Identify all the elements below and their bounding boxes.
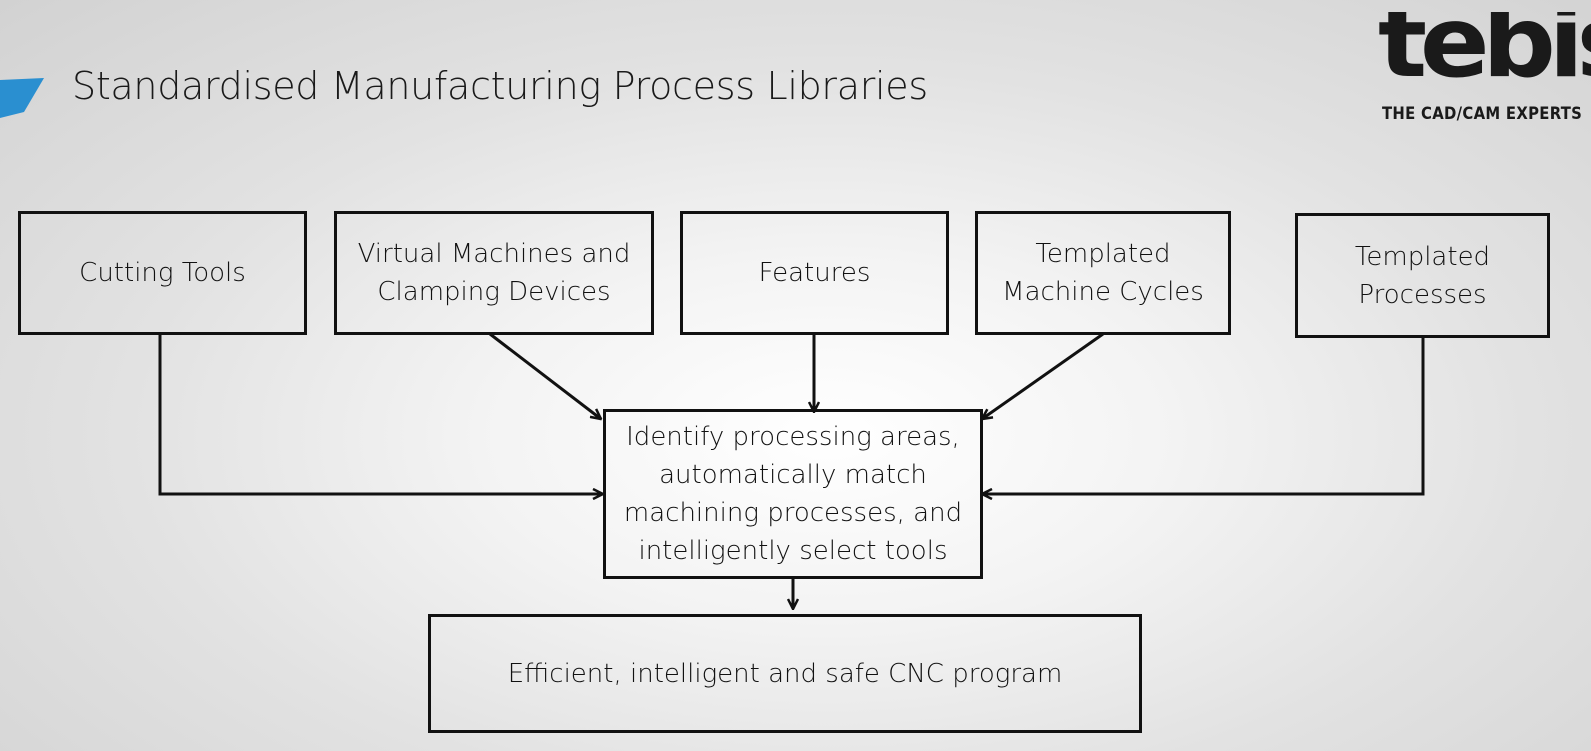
box-text: Cutting Tools — [79, 258, 246, 288]
box-text: intelligently select tools — [638, 536, 948, 566]
box-text: Virtual Machines and — [357, 239, 631, 269]
box-text: Templated — [1035, 239, 1171, 269]
box-text: machining processes, and — [623, 498, 963, 528]
box-process: Identify processing areas, automatically… — [603, 409, 983, 579]
box-features: Features — [680, 211, 949, 335]
box-cutting-tools: Cutting Tools — [18, 211, 307, 335]
box-text: Machine Cycles — [1002, 277, 1204, 307]
slide-title: Standardised Manufacturing Process Libra… — [72, 64, 928, 108]
box-text: Templated — [1354, 241, 1491, 272]
connector-cutting-tools — [158, 332, 603, 494]
box-text: automatically match — [659, 460, 927, 490]
box-text: Efficient, intelligent and safe CNC prog… — [507, 658, 1063, 689]
accent-shape — [0, 78, 44, 118]
box-text: Features — [758, 258, 871, 288]
connector-templated-machine-cycles — [982, 332, 1104, 419]
box-templated-machine-cycles: Templated Machine Cycles — [975, 211, 1231, 335]
connector-virtual-machines — [489, 332, 601, 419]
connector-templated-processes — [982, 336, 1425, 494]
tebis-logo: tebis THE CAD/CAM EXPERTS — [1378, 12, 1591, 132]
logo-wordmark: tebis — [1378, 12, 1591, 100]
box-templated-processes: Templated Processes — [1295, 213, 1550, 338]
box-text: Identify processing areas, — [626, 422, 960, 452]
logo-tagline: THE CAD/CAM EXPERTS — [1382, 104, 1583, 123]
box-text: Processes — [1358, 279, 1487, 310]
box-virtual-machines: Virtual Machines and Clamping Devices — [334, 211, 654, 335]
box-text: Clamping Devices — [377, 277, 611, 307]
box-output: Efficient, intelligent and safe CNC prog… — [428, 614, 1142, 733]
